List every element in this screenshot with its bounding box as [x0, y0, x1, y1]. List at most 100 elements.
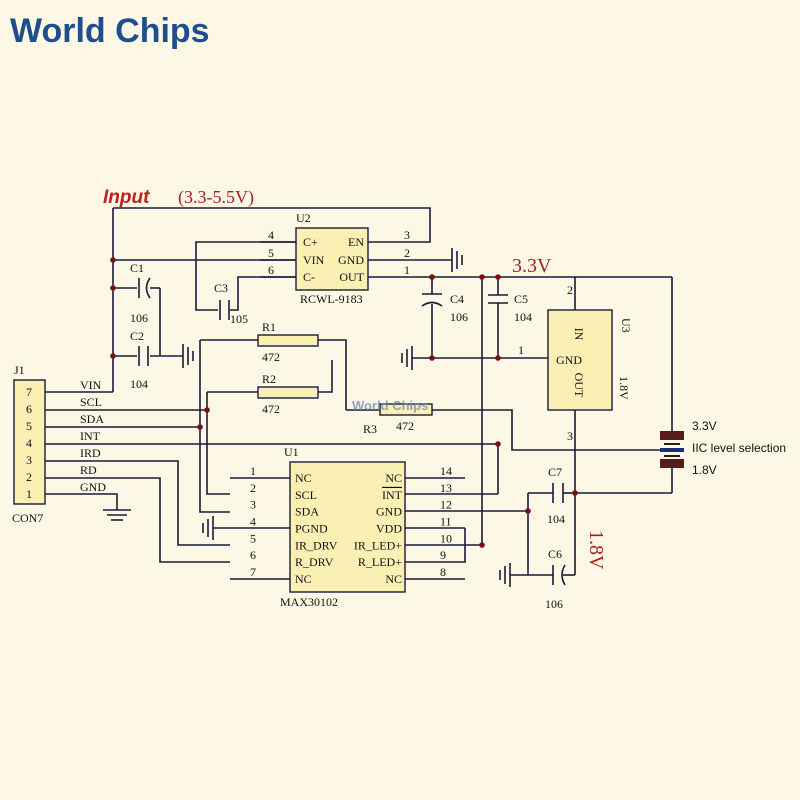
u1-pin-name: NC: [385, 471, 402, 485]
j1-pin-num: 3: [26, 453, 32, 467]
gnd-j1-icon: [103, 509, 131, 521]
u1-pin-num: 9: [440, 548, 446, 562]
input-range: (3.3-5.5V): [178, 187, 254, 208]
u2-pin-num: 1: [404, 263, 410, 277]
gnd-c6-icon: [499, 563, 511, 587]
c1-value: 106: [130, 311, 148, 325]
c2-capacitor: C2 104: [130, 329, 149, 391]
u3-regulator: U3 IN GND OUT 1.8V 2 1 3: [518, 283, 633, 443]
jumper-bottom-label: 1.8V: [692, 463, 717, 477]
logo: World Chips: [10, 12, 210, 50]
c4-ref: C4: [450, 292, 464, 306]
r1-resistor: R1 472: [257, 320, 319, 364]
u3-out-label: OUT: [572, 373, 586, 398]
u1-pin-name: GND: [376, 505, 402, 519]
u1-pin-name: INT: [382, 488, 403, 502]
rail-3v3-label: 3.3V: [512, 255, 552, 277]
r3-ref: R3: [363, 422, 377, 436]
u1-pin-name: VDD: [376, 521, 402, 535]
u1-pin-name: IR_DRV: [295, 538, 338, 552]
c1-ref: C1: [130, 261, 144, 275]
u1-sensor: U1 MAX30102 NC1SCL2SDA3PGND4IR_DRV5R_DRV…: [250, 445, 452, 609]
u1-pin-name: SDA: [295, 505, 319, 519]
j1-pin-name: IRD: [80, 446, 101, 460]
j1-pin-name: SDA: [80, 412, 104, 426]
u1-part: MAX30102: [280, 595, 338, 609]
u2-pin-num: 2: [404, 246, 410, 260]
u1-pin-name: NC: [385, 572, 402, 586]
u2-part: RCWL-9183: [300, 292, 363, 306]
junctions: [110, 257, 578, 548]
u2-pin-name: C-: [303, 270, 315, 284]
c6-value: 106: [545, 597, 563, 611]
u2-pin-num: 3: [404, 228, 410, 242]
j1-pin-num: 5: [26, 419, 32, 433]
u3-gnd-label: GND: [556, 353, 582, 367]
r2-resistor: R2 472: [257, 372, 319, 416]
c6-capacitor: C6 106: [545, 547, 566, 611]
c5-ref: C5: [514, 292, 528, 306]
gnd-mid-icon: [401, 346, 413, 370]
u2-pin-name: GND: [338, 253, 364, 267]
gnd-pgnd-icon: [202, 516, 214, 540]
c2-ref: C2: [130, 329, 144, 343]
r2-value: 472: [262, 402, 280, 416]
u1-pin-name: NC: [295, 471, 312, 485]
j1-pin-name: INT: [80, 429, 101, 443]
iic-level-jumper[interactable]: 3.3V IIC level selection 1.8V: [660, 419, 786, 477]
u1-pin-num: 13: [440, 481, 452, 495]
u3-pin-num: 1: [518, 343, 524, 357]
u1-pin-num: 6: [250, 548, 256, 562]
u3-pin-num: 2: [567, 283, 573, 297]
j1-part: CON7: [12, 511, 43, 525]
u3-ref: U3: [619, 318, 633, 333]
u1-pin-num: 2: [250, 481, 256, 495]
u1-pin-num: 1: [250, 464, 256, 478]
c7-ref: C7: [548, 465, 562, 479]
u1-pin-num: 5: [250, 531, 256, 545]
j1-pin-num: 1: [26, 487, 32, 501]
c3-value: 105: [230, 312, 248, 326]
c4-value: 106: [450, 310, 468, 324]
c4-capacitor: C4 106: [421, 292, 468, 324]
gnd-u2-icon: [451, 248, 463, 272]
u2-pin-num: 6: [268, 263, 274, 277]
c3-ref: C3: [214, 281, 228, 295]
u1-pin-name: SCL: [295, 488, 317, 502]
u1-pin-num: 3: [250, 498, 256, 512]
watermark: World Chips: [352, 398, 428, 413]
jumper-middle-label: IIC level selection: [692, 441, 786, 455]
u2-pin-name: EN: [348, 235, 364, 249]
r1-value: 472: [262, 350, 280, 364]
u1-pin-name: R_DRV: [295, 555, 334, 569]
c1-capacitor: C1 106: [130, 261, 151, 325]
rail-1v8-label: 1.8V: [585, 530, 607, 570]
gnd-c2-icon: [182, 344, 194, 368]
j1-pin-num: 2: [26, 470, 32, 484]
u3-in-label: IN: [572, 328, 586, 341]
c2-value: 104: [130, 377, 148, 391]
u2-ref: U2: [296, 211, 311, 225]
c7-value: 104: [547, 512, 565, 526]
j1-ref: J1: [14, 363, 25, 377]
u1-pin-num: 4: [250, 514, 256, 528]
u1-pin-num: 14: [440, 464, 452, 478]
input-label: Input: [103, 187, 150, 208]
c3-capacitor: C3 105: [214, 281, 248, 326]
u1-pin-name: IR_LED+: [354, 538, 402, 552]
u2-pin-num: 5: [268, 246, 274, 260]
r1-ref: R1: [262, 320, 276, 334]
j1-pin-num: 4: [26, 436, 32, 450]
j1-pin-name: SCL: [80, 395, 102, 409]
j1-pin-num: 6: [26, 402, 32, 416]
u1-pin-num: 12: [440, 498, 452, 512]
u3-pin-num: 3: [567, 429, 573, 443]
u1-pin-num: 10: [440, 531, 452, 545]
u2-pin-name: C+: [303, 235, 318, 249]
u1-ref: U1: [284, 445, 299, 459]
